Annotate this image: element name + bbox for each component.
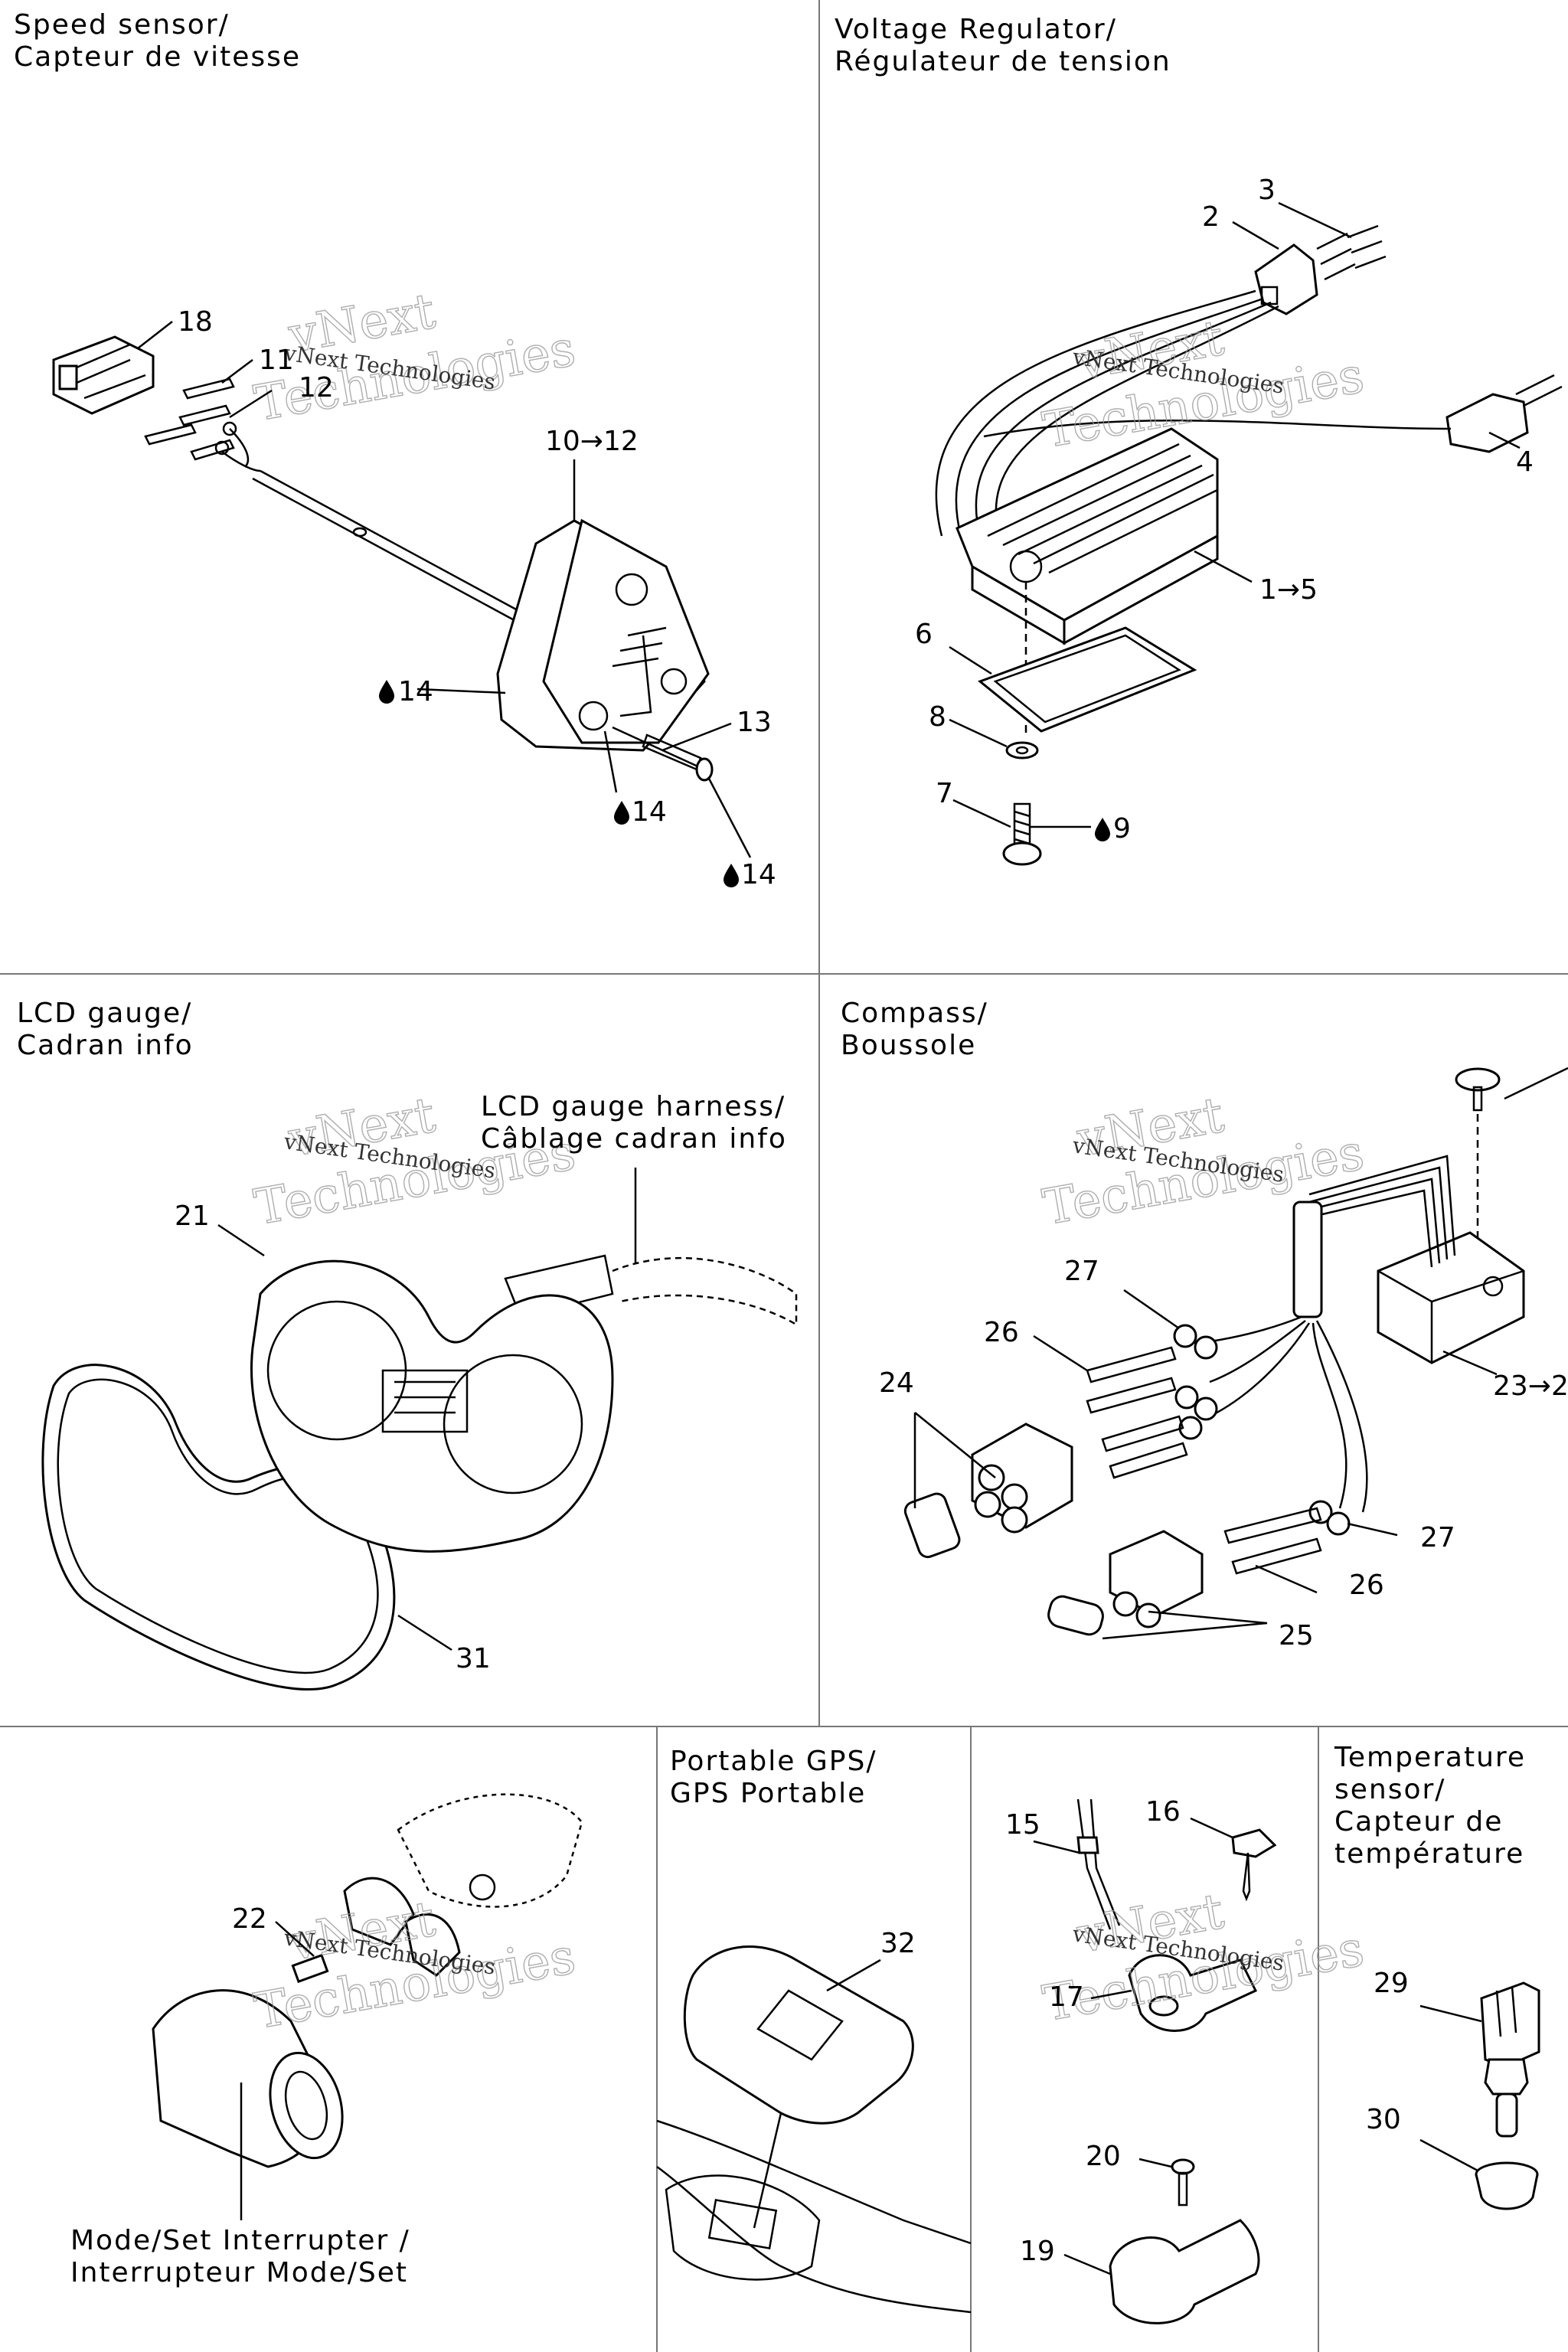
drop-icon (1095, 818, 1110, 841)
mode-set-interrupter-label: Mode/Set Interrupter / Interrupteur Mode… (70, 2225, 410, 2288)
callout-12: 12 (299, 372, 334, 403)
callout-13: 13 (737, 707, 772, 738)
callout-22: 22 (232, 1903, 267, 1935)
callout-15: 15 (1005, 1809, 1040, 1841)
callout-19: 19 (1020, 2236, 1055, 2267)
callout-6: 6 (915, 619, 933, 650)
callout-25: 25 (1279, 1620, 1314, 1651)
callout-numbers: 18 11 12 10→12 14 13 14 14 3 2 4 1→5 6 8… (175, 175, 1568, 2267)
drop-icon (724, 864, 739, 887)
hardware-drawing (1076, 1798, 1277, 2324)
callout-3: 3 (1258, 175, 1276, 206)
callout-8: 8 (929, 701, 946, 733)
callout-21: 21 (175, 1200, 210, 1232)
temperature-sensor-drawing (1475, 1981, 1540, 2210)
voltage-regulator-drawing (935, 224, 1563, 866)
compass-title: Compass/ Boussole (841, 998, 988, 1061)
callout-18: 18 (178, 306, 213, 338)
lcd-gauge-drawing (41, 1254, 798, 1691)
callout-16: 16 (1145, 1796, 1181, 1828)
callout-2: 2 (1202, 201, 1220, 233)
lcd-gauge-harness-label: LCD gauge harness/ Câblage cadran info (481, 1091, 787, 1155)
callout-27: 27 (1064, 1256, 1099, 1287)
speed-sensor-drawing (52, 335, 714, 782)
callout-30: 30 (1366, 2104, 1401, 2135)
callout-14: 14 (741, 859, 776, 890)
portable-gps-drawing (656, 1945, 972, 2314)
callout-31: 31 (456, 1643, 491, 1674)
drop-icon (379, 680, 394, 704)
voltage-regulator-title: Voltage Regulator/ Régulateur de tension (835, 14, 1171, 77)
mode-set-drawing (152, 1793, 583, 2168)
temperature-sensor-title: Temperature sensor/ Capteur de températu… (1334, 1742, 1527, 1870)
callout-24: 24 (879, 1367, 914, 1399)
callout-23-2: 23→2 (1493, 1370, 1568, 1402)
leader-lines (137, 201, 1568, 2275)
callout-29: 29 (1374, 1968, 1409, 1999)
callout-10-12: 10→12 (545, 426, 639, 457)
callout-11: 11 (259, 345, 294, 376)
callout-27: 27 (1420, 1522, 1455, 1553)
callout-26: 26 (1349, 1570, 1384, 1601)
speed-sensor-title: Speed sensor/ Capteur de vitesse (14, 9, 302, 73)
callout-9: 9 (1113, 813, 1131, 844)
callout-26: 26 (984, 1317, 1019, 1348)
callout-32: 32 (880, 1928, 916, 1959)
callout-17: 17 (1049, 1981, 1084, 2013)
compass-drawing (903, 1067, 1525, 1636)
callout-4: 4 (1516, 446, 1534, 478)
drop-icon (614, 801, 629, 825)
lcd-gauge-title: LCD gauge/ Cadran info (17, 998, 194, 1061)
callout-1-5: 1→5 (1259, 574, 1318, 606)
callout-7: 7 (936, 778, 953, 809)
callout-14: 14 (632, 796, 667, 828)
callout-20: 20 (1086, 2141, 1121, 2172)
portable-gps-title: Portable GPS/ GPS Portable (670, 1746, 877, 1809)
callout-14: 14 (398, 676, 433, 707)
